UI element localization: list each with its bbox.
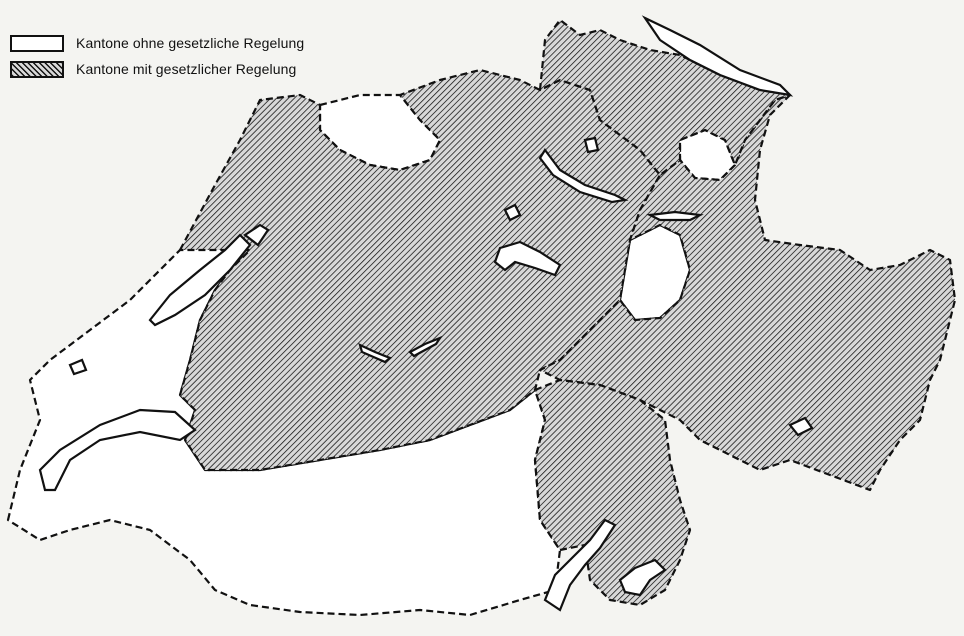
lake-brienz bbox=[408, 335, 443, 358]
region-appenzell-white bbox=[678, 128, 737, 182]
lake-small-4 bbox=[68, 358, 88, 376]
lake-biel bbox=[243, 223, 270, 247]
cantons-with-regulation bbox=[178, 18, 957, 607]
lake-neuchatel bbox=[148, 233, 252, 327]
legend-label: Kantone ohne gesetzliche Regelung bbox=[76, 35, 305, 51]
legend-item-with-regulation: Kantone mit gesetzlicher Regelung bbox=[10, 56, 304, 82]
region-northeast-hatched bbox=[538, 18, 792, 177]
lake-constance bbox=[641, 15, 794, 97]
legend-item-without-regulation: Kantone ohne gesetzliche Regelung bbox=[10, 30, 304, 56]
legend-swatch-white bbox=[10, 34, 64, 52]
lake-zurich bbox=[538, 148, 629, 204]
region-ticino-hatched bbox=[533, 378, 692, 607]
lakes bbox=[38, 15, 814, 612]
lake-lucerne bbox=[493, 240, 562, 277]
legend: Kantone ohne gesetzliche Regelung Kanton… bbox=[10, 30, 304, 82]
lake-walen bbox=[646, 210, 704, 222]
lake-small-2 bbox=[583, 136, 600, 154]
lake-maggiore bbox=[543, 518, 617, 612]
lake-small-1 bbox=[503, 203, 522, 222]
lake-lugano bbox=[618, 558, 667, 597]
lake-small-3 bbox=[788, 416, 814, 437]
lake-geneva bbox=[38, 408, 197, 492]
legend-label: Kantone mit gesetzlicher Regelung bbox=[76, 61, 297, 77]
legend-swatch-hatched bbox=[10, 60, 64, 78]
lake-thun bbox=[358, 342, 393, 364]
